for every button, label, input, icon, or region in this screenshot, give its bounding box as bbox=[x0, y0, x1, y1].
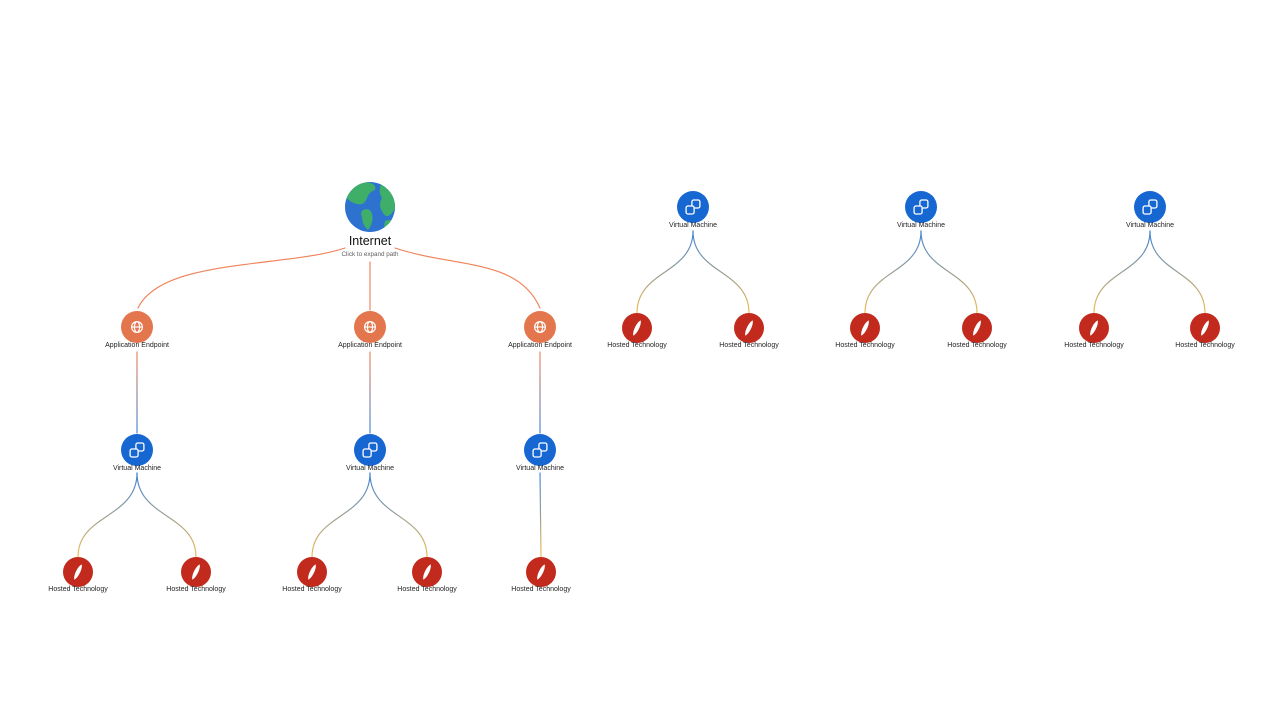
node-label: Virtual Machine bbox=[346, 465, 394, 472]
hosted-technology-node-8[interactable]: Hosted Technology bbox=[835, 313, 895, 349]
hosted-technology-node-5[interactable]: Hosted Technology bbox=[511, 557, 571, 593]
application-endpoint-node-2[interactable]: Application Endpoint bbox=[338, 311, 402, 349]
hosted-technology-node-10[interactable]: Hosted Technology bbox=[1064, 313, 1124, 349]
node-label: Application Endpoint bbox=[105, 342, 169, 349]
internet-label: Internet bbox=[349, 234, 392, 248]
node-label: Virtual Machine bbox=[669, 222, 717, 229]
globe-icon bbox=[344, 182, 397, 232]
hosted-technology-node-2[interactable]: Hosted Technology bbox=[166, 557, 226, 593]
node-label: Virtual Machine bbox=[516, 465, 564, 472]
edge-vm5-tech8 bbox=[864, 230, 922, 314]
node-label: Hosted Technology bbox=[1175, 342, 1235, 349]
application-endpoint-node-3[interactable]: Application Endpoint bbox=[508, 311, 572, 349]
node-label: Hosted Technology bbox=[947, 342, 1007, 349]
node-label: Hosted Technology bbox=[607, 342, 667, 349]
node-label: Hosted Technology bbox=[835, 342, 895, 349]
internet-node[interactable]: Internet Click to expand path bbox=[341, 182, 399, 258]
hosted-technology-node-1[interactable]: Hosted Technology bbox=[48, 557, 108, 593]
edge-vm4-tech7 bbox=[692, 230, 750, 314]
hosted-technology-node-4[interactable]: Hosted Technology bbox=[397, 557, 457, 593]
edge-vm3-tech5 bbox=[539, 472, 542, 558]
hosted-technology-node-6[interactable]: Hosted Technology bbox=[607, 313, 667, 349]
hosted-technology-node-7[interactable]: Hosted Technology bbox=[719, 313, 779, 349]
edge-vm6-tech11 bbox=[1149, 230, 1206, 314]
edges-layer bbox=[77, 230, 1206, 558]
nodes-layer: Internet Click to expand path Applicatio… bbox=[48, 182, 1235, 593]
node-label: Hosted Technology bbox=[282, 586, 342, 593]
edge-internet-endpoint-3 bbox=[394, 247, 541, 309]
virtual-machine-node-6[interactable]: Virtual Machine bbox=[1126, 191, 1174, 229]
node-label: Hosted Technology bbox=[48, 586, 108, 593]
node-label: Virtual Machine bbox=[113, 465, 161, 472]
virtual-machine-node-3[interactable]: Virtual Machine bbox=[516, 434, 564, 472]
node-label: Hosted Technology bbox=[1064, 342, 1124, 349]
node-label: Hosted Technology bbox=[397, 586, 457, 593]
virtual-machine-node-5[interactable]: Virtual Machine bbox=[897, 191, 945, 229]
edge-vm1-tech1 bbox=[77, 472, 138, 558]
node-label: Virtual Machine bbox=[1126, 222, 1174, 229]
edge-internet-endpoint-1 bbox=[137, 247, 346, 309]
node-label: Application Endpoint bbox=[338, 342, 402, 349]
node-label: Hosted Technology bbox=[511, 586, 571, 593]
virtual-machine-node-4[interactable]: Virtual Machine bbox=[669, 191, 717, 229]
edge-vm2-tech4 bbox=[369, 472, 428, 558]
hosted-technology-node-11[interactable]: Hosted Technology bbox=[1175, 313, 1235, 349]
node-label: Hosted Technology bbox=[166, 586, 226, 593]
node-label: Hosted Technology bbox=[719, 342, 779, 349]
edge-vm1-tech2 bbox=[136, 472, 197, 558]
node-label: Virtual Machine bbox=[897, 222, 945, 229]
edge-vm6-tech10 bbox=[1093, 230, 1151, 314]
edge-vm2-tech3 bbox=[311, 472, 371, 558]
edge-vm4-tech6 bbox=[636, 230, 694, 314]
edge-vm5-tech9 bbox=[920, 230, 978, 314]
virtual-machine-node-1[interactable]: Virtual Machine bbox=[113, 434, 161, 472]
internet-hint: Click to expand path bbox=[341, 251, 399, 258]
hosted-technology-node-9[interactable]: Hosted Technology bbox=[947, 313, 1007, 349]
virtual-machine-node-2[interactable]: Virtual Machine bbox=[346, 434, 394, 472]
application-endpoint-node-1[interactable]: Application Endpoint bbox=[105, 311, 169, 349]
hosted-technology-node-3[interactable]: Hosted Technology bbox=[282, 557, 342, 593]
node-label: Application Endpoint bbox=[508, 342, 572, 349]
